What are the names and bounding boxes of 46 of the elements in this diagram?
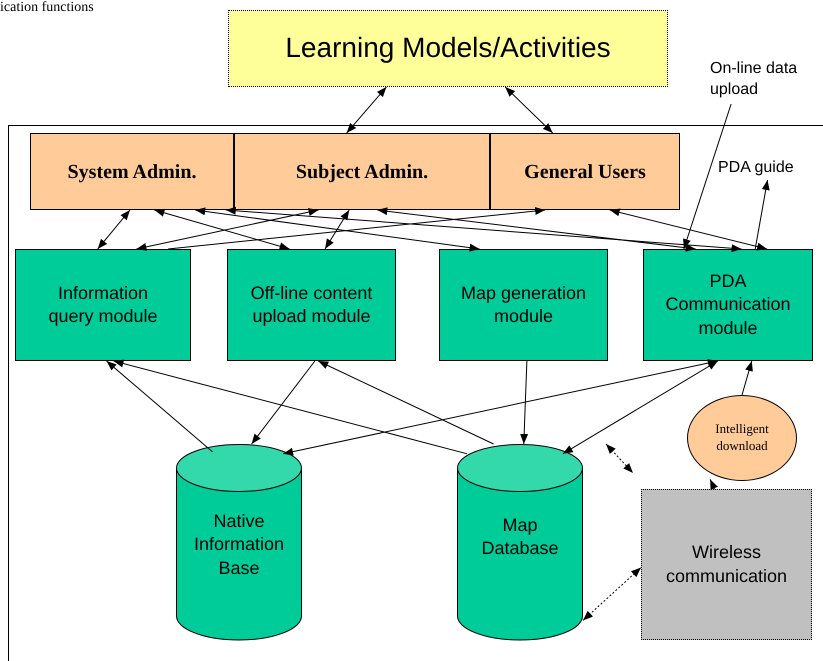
node-label: System Admin. — [68, 160, 196, 184]
arrow — [376, 207, 696, 252]
arrow — [113, 360, 468, 454]
module-box — [643, 249, 813, 361]
arrow — [582, 567, 642, 621]
node-label: Subject Admin. — [296, 160, 428, 184]
arrow — [562, 360, 718, 454]
heading-fragment: ication functions — [0, 0, 94, 16]
arrow — [710, 478, 718, 490]
arrow — [742, 360, 753, 396]
node-label: On-line data upload — [710, 59, 798, 100]
node-label: Information query module — [47, 282, 159, 328]
arrow — [168, 207, 546, 250]
arrow — [251, 360, 316, 444]
arrow — [683, 104, 732, 250]
user-role-box — [30, 133, 234, 210]
node-label: General Users — [524, 160, 646, 184]
node-label: Map Database — [480, 514, 560, 560]
arrow — [282, 359, 718, 456]
arrow — [154, 208, 290, 250]
node-label: Intelligent download — [714, 421, 770, 455]
module-box — [15, 249, 191, 361]
arrow — [194, 207, 480, 252]
arrow — [136, 208, 319, 251]
node-label: PDA guide — [718, 158, 794, 178]
user-role-box — [234, 133, 490, 210]
wireless-box — [641, 489, 812, 640]
arrow — [318, 360, 494, 444]
arrow — [504, 86, 554, 134]
arrow — [346, 86, 387, 134]
node-label: Wireless communication — [664, 541, 788, 588]
arrow — [324, 210, 350, 250]
activity-box — [228, 10, 668, 87]
module-box — [439, 249, 608, 361]
node-label: Off-line content upload module — [250, 282, 374, 328]
node-label: Native Information Base — [192, 510, 286, 580]
arrow — [754, 180, 770, 250]
arrow — [225, 206, 742, 252]
arrow — [609, 208, 768, 250]
user-role-box — [490, 133, 680, 210]
arrow — [520, 360, 528, 444]
module-box — [227, 249, 396, 361]
arrow — [97, 210, 130, 250]
node-label: Learning Models/Activities — [285, 31, 611, 66]
node-label: PDA Communication module — [664, 270, 792, 340]
node-label: Map generation module — [460, 282, 588, 328]
